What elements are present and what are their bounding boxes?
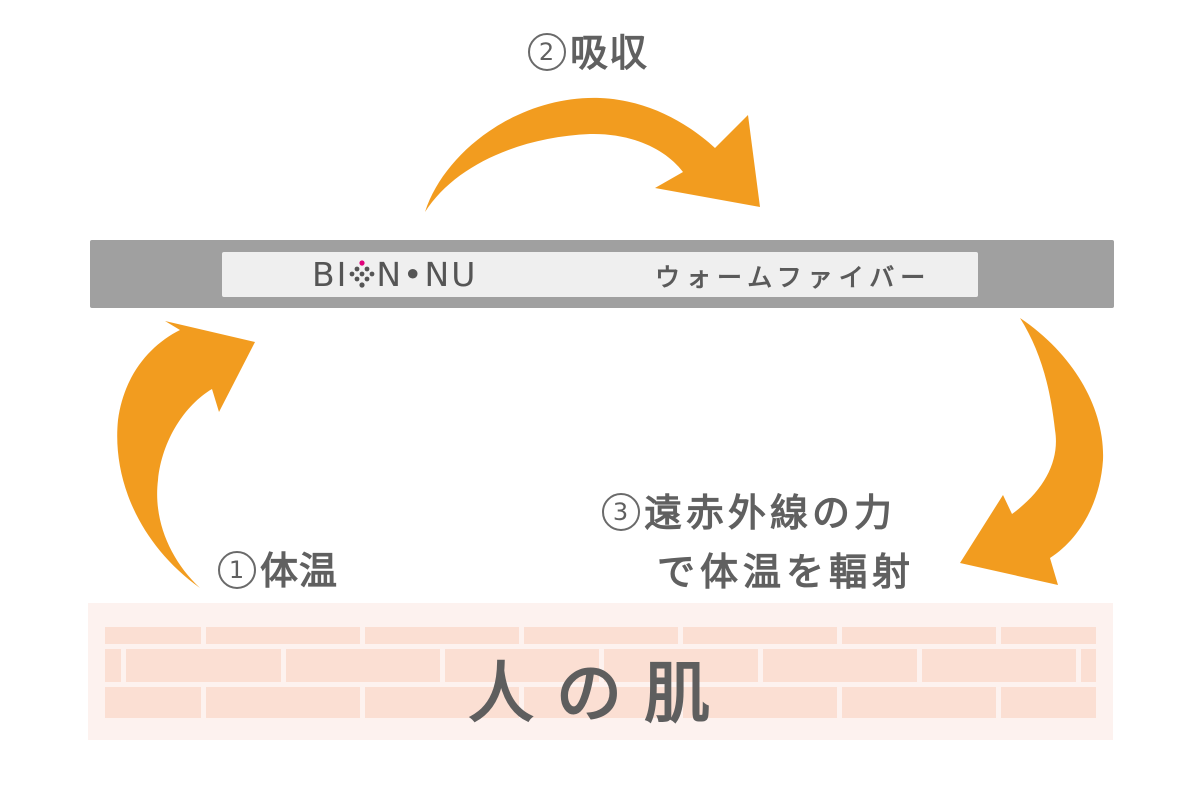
skin-brick [524,687,678,718]
arrow-body-heat-icon [117,321,255,588]
skin-brick [1081,649,1096,682]
fiber-label-panel [222,252,978,297]
arrow-radiate-icon [960,318,1104,585]
skin-brick [1001,687,1096,718]
logo-dot-mark-icon [349,260,375,288]
step-2-number: 2 [528,32,566,71]
skin-brick [604,649,758,682]
skin-brick [763,649,917,682]
step-2-text: 吸収 [570,31,649,75]
skin-brick [683,687,837,718]
logo-text-left: BI [312,255,349,294]
skin-brick [365,627,519,644]
skin-brick [206,687,360,718]
step-3-label-line2: で体温を輻射 [657,550,916,594]
skin-brick [524,627,678,644]
step-1-number: 1 [218,550,256,589]
step-3-text-line1: 遠赤外線の力 [644,491,897,535]
fiber-name: ウォームファイバー [655,263,932,292]
step-3-number: 3 [602,492,640,531]
skin-brick [105,687,201,718]
skin-brick [105,649,121,682]
skin-brick [105,627,201,644]
skin-brick [126,649,281,682]
skin-layer [88,603,1113,740]
bion-nu-logo: BI N•NU [312,255,477,294]
skin-brick [286,649,440,682]
step-1-text: 体温 [260,549,339,593]
skin-brick [365,687,519,718]
skin-label: 人の肌 [468,655,732,732]
arrow-absorb-icon [425,97,760,212]
skin-brick [445,649,599,682]
skin-brick [683,627,837,644]
skin-brick [1001,627,1096,644]
logo-text-right: N•NU [376,255,478,294]
skin-brick [842,627,996,644]
skin-brick [842,687,996,718]
skin-brick [922,649,1076,682]
skin-brick [206,627,360,644]
